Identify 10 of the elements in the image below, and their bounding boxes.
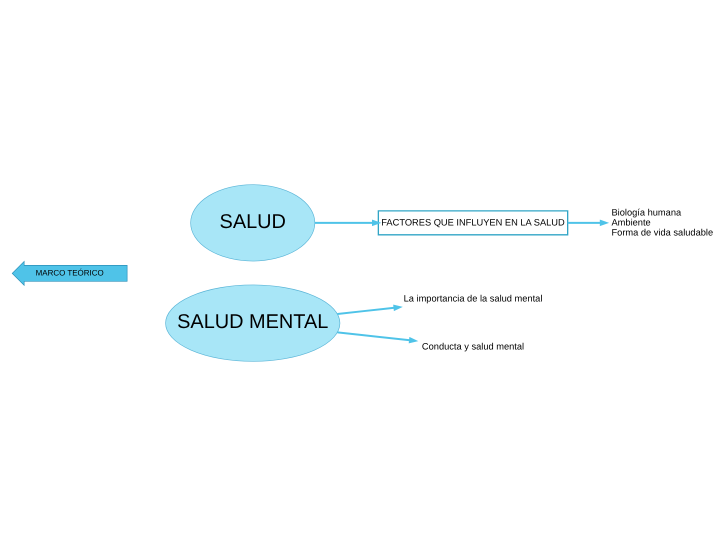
node-text: Conducta y salud mental (422, 342, 524, 352)
arrow (337, 331, 418, 344)
arrow (314, 220, 382, 226)
node-box: FACTORES QUE INFLUYEN EN LA SALUD (378, 210, 568, 236)
arrow (337, 304, 403, 315)
arrow (568, 220, 610, 226)
node-ellipse: SALUD MENTAL (165, 284, 340, 362)
node-text: La importancia de la salud mental (404, 294, 542, 304)
node-ellipse: SALUD (190, 184, 316, 262)
node-text: Biología humana Ambiente Forma de vida saludable (612, 207, 714, 238)
